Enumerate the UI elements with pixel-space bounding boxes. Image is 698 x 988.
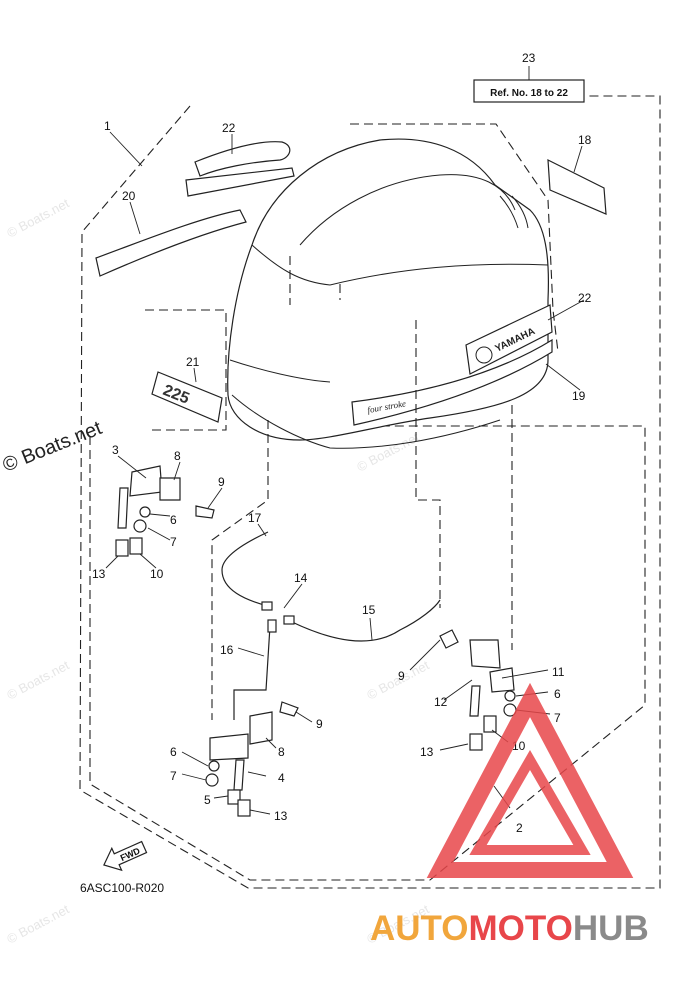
callout-22: 22: [222, 121, 236, 135]
callout-8: 8: [278, 745, 285, 759]
decal-guide: [145, 309, 227, 431]
watermark: © Boats.net: [4, 901, 72, 946]
callout-19: 19: [572, 389, 586, 403]
callout-9: 9: [218, 475, 225, 489]
callout-13: 13: [274, 809, 288, 823]
bracket-right: [439, 629, 517, 751]
ref-box-text: Ref. No. 18 to 22: [490, 88, 568, 99]
assembly-boundary: [79, 95, 661, 889]
decal-20: [95, 209, 247, 277]
callout-2: 2: [516, 821, 523, 835]
brand-part2: MOTO: [469, 909, 573, 948]
fwd-arrow: FWD: [103, 840, 148, 872]
callouts: 1 22 20 23 18 22 19 21 3 8 9 6 7 13 10 1…: [92, 51, 592, 835]
callout-6: 6: [554, 687, 561, 701]
callout-5: 5: [204, 793, 211, 807]
callout-13: 13: [92, 567, 106, 581]
callout-4: 4: [278, 771, 285, 785]
callout-1: 1: [104, 119, 111, 133]
bracket-left-lower: [205, 701, 299, 817]
diagram-code: 6ASC100-R020: [80, 881, 164, 895]
callout-11: 11: [552, 665, 565, 679]
callout-17: 17: [248, 511, 262, 525]
watermark: © Boats.net: [4, 195, 72, 240]
callout-9: 9: [316, 717, 323, 731]
brand-text: AUTOMOTOHUB: [370, 909, 649, 948]
guide-line: [211, 420, 269, 720]
decal-fourstroke: four stroke: [351, 338, 553, 426]
callout-14: 14: [294, 571, 308, 585]
decal-22-top: [185, 141, 295, 197]
callout-7: 7: [170, 769, 177, 783]
callout-7: 7: [554, 711, 561, 725]
callout-16: 16: [220, 643, 234, 657]
callout-10: 10: [150, 567, 164, 581]
callout-7: 7: [170, 535, 177, 549]
watermark: © Boats.net: [354, 429, 422, 474]
guide-line: [289, 256, 441, 608]
brand-part3: HUB: [573, 909, 649, 948]
callout-18: 18: [578, 133, 592, 147]
callout-21: 21: [186, 355, 200, 369]
callout-6: 6: [170, 745, 177, 759]
brand-logo: AUTOMOTOHUB: [370, 682, 649, 948]
bracket-boundary: [89, 425, 646, 881]
callout-6: 6: [170, 513, 177, 527]
decal-225: 225: [151, 371, 223, 423]
callout-13: 13: [420, 745, 434, 759]
brand-part1: AUTO: [370, 909, 469, 948]
bracket-left-upper: [115, 465, 215, 557]
callout-15: 15: [362, 603, 376, 617]
callout-3: 3: [112, 443, 119, 457]
decal-boundary: [350, 123, 559, 353]
callout-20: 20: [122, 189, 136, 203]
decal-yamaha: YAMAHA: [465, 304, 553, 375]
callout-22: 22: [578, 291, 592, 305]
callout-8: 8: [174, 449, 181, 463]
callout-23: 23: [522, 51, 536, 65]
callout-12: 12: [434, 695, 448, 709]
hose-assembly: [221, 531, 441, 720]
watermark: © Boats.net: [4, 657, 72, 702]
ref-box: Ref. No. 18 to 22: [473, 66, 585, 103]
callout-9: 9: [398, 669, 405, 683]
decal-18: [547, 158, 607, 215]
fwd-text: FWD: [119, 845, 142, 863]
